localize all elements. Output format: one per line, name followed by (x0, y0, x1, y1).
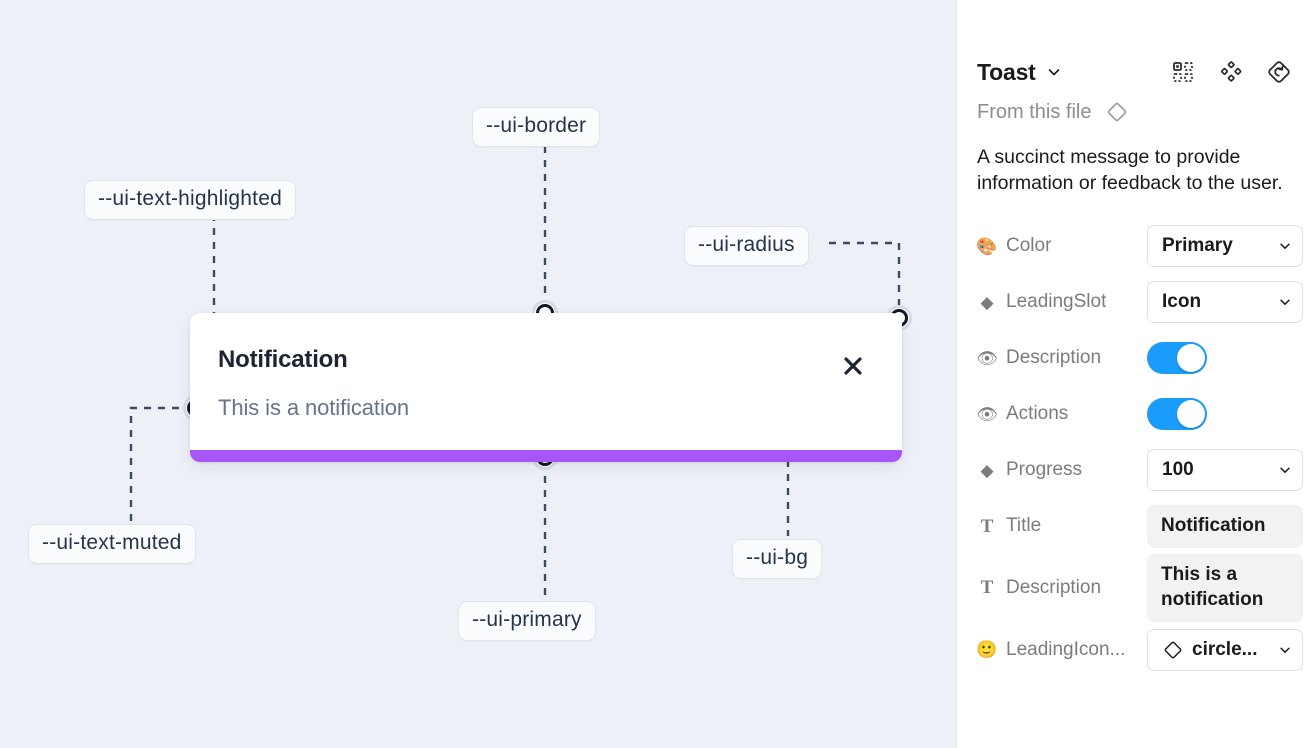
property-row-description: 👁 Description (976, 330, 1292, 386)
toast-progress-bar (190, 450, 902, 462)
text-icon: T (980, 577, 994, 599)
panel-header-actions (1170, 59, 1292, 85)
token-label-text-highlighted[interactable]: --ui-text-highlighted (84, 180, 296, 220)
diamond-filled-icon: ◆ (980, 460, 994, 480)
palette-icon: 🎨 (976, 236, 998, 256)
properties-panel: Toast (956, 0, 1312, 748)
property-label-progress: ◆ Progress (977, 459, 1147, 481)
property-row-progress: ◆ Progress 100 (977, 442, 1303, 498)
toast-component[interactable]: Notification This is a notification (190, 313, 902, 462)
from-this-file-row[interactable]: From this file (957, 92, 1312, 124)
property-row-description-text: T Description This is a notification (977, 554, 1303, 622)
token-label-primary[interactable]: --ui-primary (458, 601, 596, 641)
property-row-actions: 👁 Actions (976, 386, 1292, 442)
toggle-knob (1177, 400, 1205, 429)
toast-description: This is a notification (218, 395, 409, 420)
text-icon: T (980, 515, 994, 537)
component-description: A succinct message to provide informatio… (977, 146, 1283, 195)
panel-header: Toast (957, 0, 1312, 92)
chevron-down-icon (1278, 643, 1292, 657)
property-label-leading-slot: ◆ LeadingSlot (977, 291, 1147, 313)
property-row-title: T Title Notification (977, 498, 1303, 554)
property-row-color: 🎨 Color Primary (976, 218, 1303, 274)
color-select[interactable]: Primary (1147, 225, 1303, 268)
component-grid-icon[interactable] (1170, 59, 1196, 85)
diamond-filled-icon: ◆ (980, 292, 994, 312)
design-canvas[interactable]: Notification This is a notification --ui… (0, 0, 956, 748)
chevron-down-icon (1278, 463, 1292, 477)
actions-toggle[interactable] (1147, 398, 1207, 431)
from-this-file-label: From this file (977, 100, 1092, 123)
close-icon[interactable] (840, 353, 866, 379)
property-label-title: T Title (977, 515, 1147, 537)
properties-list: 🎨 Color Primary ◆ LeadingSlot (957, 196, 1312, 677)
token-label-bg[interactable]: --ui-bg (732, 539, 823, 579)
diamond-icon (1105, 100, 1129, 124)
chevron-down-icon (1278, 239, 1292, 253)
description-field[interactable]: This is a notification (1147, 554, 1303, 622)
property-label-description: 👁 Description (976, 347, 1102, 369)
property-label-description-text: T Description (977, 577, 1147, 599)
diamond-icon (1162, 639, 1184, 661)
property-label-actions: 👁 Actions (976, 403, 1069, 425)
leading-slot-select[interactable]: Icon (1147, 281, 1303, 324)
chevron-down-icon (1278, 295, 1292, 309)
eye-icon: 👁 (976, 348, 998, 368)
page-title: Toast (977, 58, 1036, 85)
title-field[interactable]: Notification (1147, 504, 1303, 548)
emoji-icon: 🙂 (976, 640, 998, 660)
reset-instance-icon[interactable] (1266, 59, 1292, 85)
leading-icon-select[interactable]: circle... (1147, 628, 1303, 671)
chevron-down-icon[interactable] (1046, 64, 1062, 80)
property-row-leading-icon: 🙂 LeadingIcon... circle... (976, 622, 1303, 678)
property-label-leading-icon: 🙂 LeadingIcon... (976, 638, 1126, 660)
variants-diamond-icon[interactable] (1218, 59, 1244, 85)
description-toggle[interactable] (1147, 342, 1207, 375)
eye-icon: 👁 (976, 404, 998, 424)
property-row-leading-slot: ◆ LeadingSlot Icon (977, 274, 1303, 330)
property-label-color: 🎨 Color (976, 235, 1052, 257)
toggle-knob (1177, 344, 1205, 373)
token-label-border[interactable]: --ui-border (472, 107, 601, 147)
token-label-radius[interactable]: --ui-radius (684, 226, 809, 266)
progress-select[interactable]: 100 (1147, 449, 1303, 492)
toast-title: Notification (218, 346, 348, 373)
token-label-text-muted[interactable]: --ui-text-muted (28, 524, 196, 564)
